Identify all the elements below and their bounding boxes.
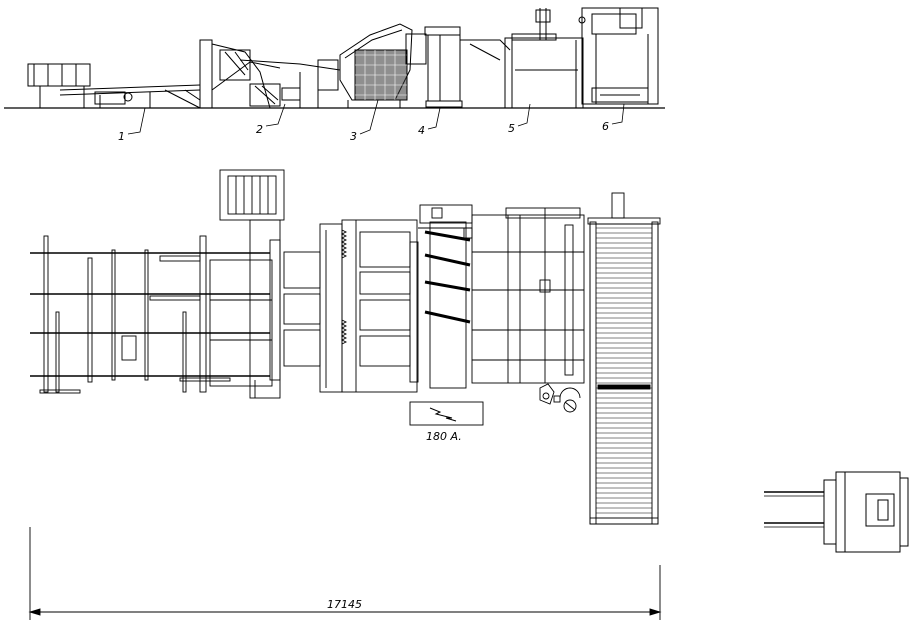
overall-length-label: 17145: [327, 598, 362, 611]
callout-leaders: [127, 99, 625, 135]
callout-3: 3: [350, 130, 357, 143]
callout-6: 6: [602, 120, 609, 133]
station-3-hopper: [339, 23, 427, 108]
side-elevation: [4, 7, 665, 135]
callout-4: 4: [418, 124, 425, 137]
station-1-infeed-conveyor: [27, 63, 201, 109]
station-2-layer-forming: [199, 39, 341, 109]
lightning-bolt-icon: [429, 407, 457, 422]
plan-palletizer: [471, 207, 585, 384]
station-4-elevator: [424, 26, 511, 108]
overall-dimension: [28, 527, 662, 620]
power-rating-box: [409, 401, 484, 426]
station-6-wrapper: [578, 7, 659, 105]
plan-forming-bays: [283, 223, 343, 393]
plan-roller-conveyor: [587, 192, 661, 525]
callout-labels: 1 2 3 4 5 6: [118, 120, 609, 143]
plan-infeed-section: [30, 235, 273, 394]
callout-5: 5: [508, 122, 515, 135]
callout-2: 2: [256, 123, 263, 136]
plan-column: [249, 219, 281, 399]
forklift: [764, 471, 909, 553]
callout-1: 1: [118, 130, 125, 143]
station-5-palletizer: [504, 8, 584, 109]
power-rating-label: 180 A.: [426, 430, 462, 443]
plan-top-module: [219, 169, 285, 221]
plan-view: [30, 169, 661, 525]
plan-hopper: [340, 219, 419, 393]
operator-station-icon: [539, 383, 581, 413]
plan-elevator: [418, 204, 473, 389]
